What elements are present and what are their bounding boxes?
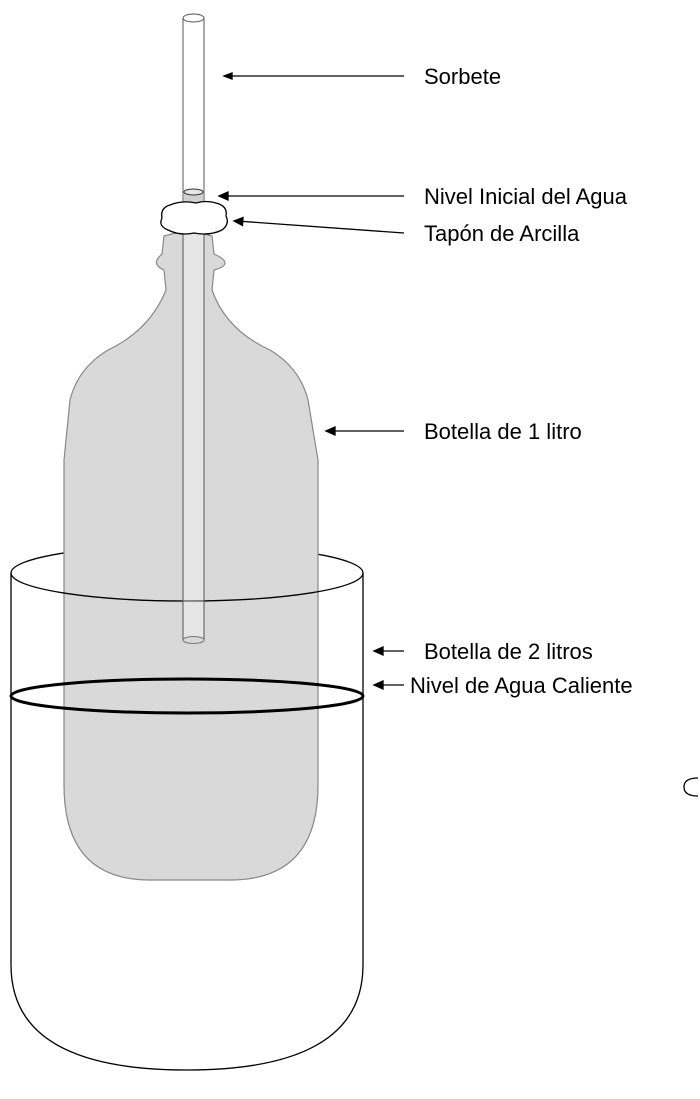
label-arrows [217,72,405,691]
clay-plug-arrow-head [232,216,244,227]
clay-plug-arrow-line [236,220,405,234]
hot-water-arrow-head [372,679,384,691]
clay-plug [160,200,228,235]
bottle-2l-arrow-head [372,645,384,657]
initial-water-level-label: Nivel Inicial del Agua [424,184,628,209]
large-bottle-body [10,573,364,1071]
straw-arrow-head [222,72,233,80]
bottle-1l-label: Botella de 1 litro [424,419,582,444]
straw-bottom-end [182,636,205,644]
stray-mark [683,777,699,797]
small-bottle-body [63,231,319,881]
large-bottle-rim-front [10,572,364,602]
initial-water-arrow-head [217,190,229,202]
clay-plug-label: Tapón de Arcilla [424,221,580,246]
bottle-1l-arrow-head [324,425,336,437]
hot-water-level-label: Nivel de Agua Caliente [410,673,633,698]
straw-label: Sorbete [424,64,501,89]
straw-top-opening [182,13,205,23]
bottle-2l-label: Botella de 2 litros [424,639,593,664]
hot-water-level-ring [9,677,365,715]
straw [182,17,205,641]
straw-initial-water-surface [183,188,204,196]
